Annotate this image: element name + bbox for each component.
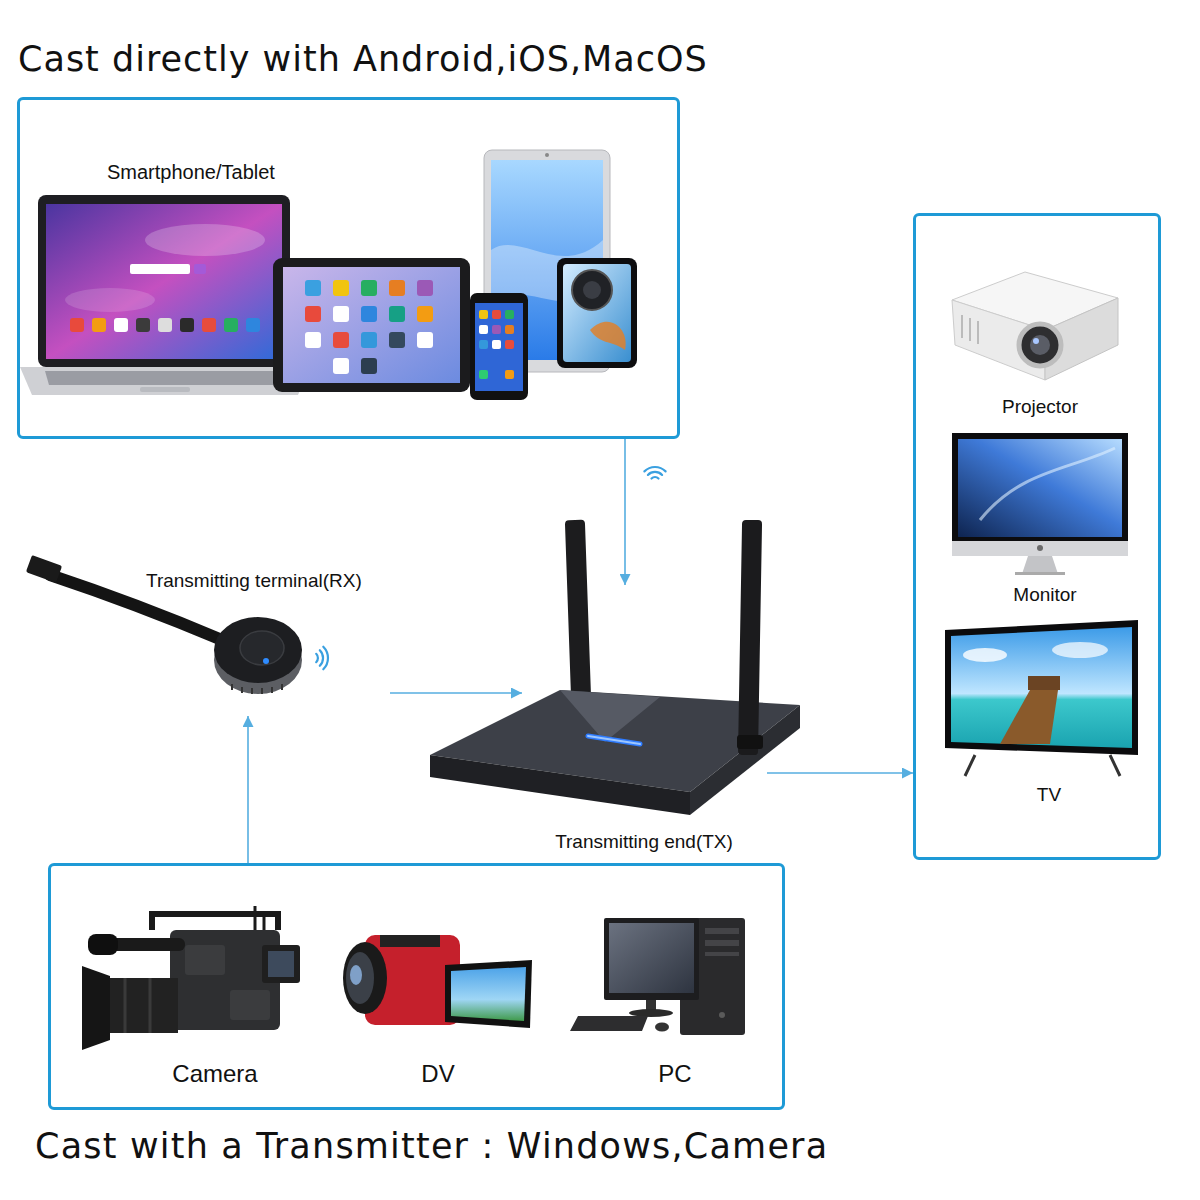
text-slot: TV xyxy=(919,784,1179,807)
tablet-figure xyxy=(273,258,470,392)
signal-arrow xyxy=(624,439,626,585)
diagram-caption: Cast with a Transmitter : Windows,Camera xyxy=(35,1125,828,1167)
wifi-symbol xyxy=(316,647,328,670)
text-slot: Transmitting end(TX) xyxy=(514,831,774,854)
monitor-figure xyxy=(952,433,1128,575)
device-group-box: Smartphone/Tablet xyxy=(17,97,680,439)
text-slot: Monitor xyxy=(915,584,1175,607)
diagram-title: Cast directly with Android,iOS,MacOS xyxy=(18,38,708,80)
signal-arrow xyxy=(767,772,913,774)
source-group-box: Camera DV PC xyxy=(48,863,785,1110)
device-label: TV xyxy=(1037,784,1061,807)
device-label: Transmitting end(TX) xyxy=(555,831,733,854)
display-group-box: ProjectorMonitorTV xyxy=(913,213,1161,860)
projector-figure xyxy=(952,272,1118,380)
phone-figure xyxy=(557,258,637,368)
device-label: Monitor xyxy=(1013,584,1076,607)
tv-figure xyxy=(945,620,1138,776)
device-label: Camera xyxy=(172,1060,257,1089)
transmitter-box: Transmitting end(TX) xyxy=(522,585,767,857)
laptop-figure xyxy=(20,195,310,395)
signal-arrow xyxy=(390,692,522,694)
text-slot: Transmitting terminal(RX) xyxy=(146,570,362,593)
text-slot: Projector xyxy=(910,396,1170,419)
camcorder-figure xyxy=(343,935,532,1028)
phone-figure xyxy=(470,293,528,400)
wifi-symbol xyxy=(644,467,665,478)
device-label: Projector xyxy=(1002,396,1078,419)
receiver-dongle: Transmitting terminal(RX) xyxy=(30,566,390,716)
camera-figure xyxy=(82,906,300,1050)
text-slot: DV xyxy=(308,1060,568,1089)
router-figure xyxy=(430,520,800,815)
device-label: PC xyxy=(658,1060,691,1089)
device-label: Transmitting terminal(RX) xyxy=(146,570,362,593)
text-slot: Camera xyxy=(85,1060,345,1089)
device-label: DV xyxy=(421,1060,454,1089)
group-label: Smartphone/Tablet xyxy=(107,160,275,184)
pc-figure xyxy=(570,918,745,1035)
text-slot: PC xyxy=(545,1060,805,1089)
text-slot: Smartphone/Tablet xyxy=(107,160,275,184)
signal-arrow xyxy=(247,716,249,863)
